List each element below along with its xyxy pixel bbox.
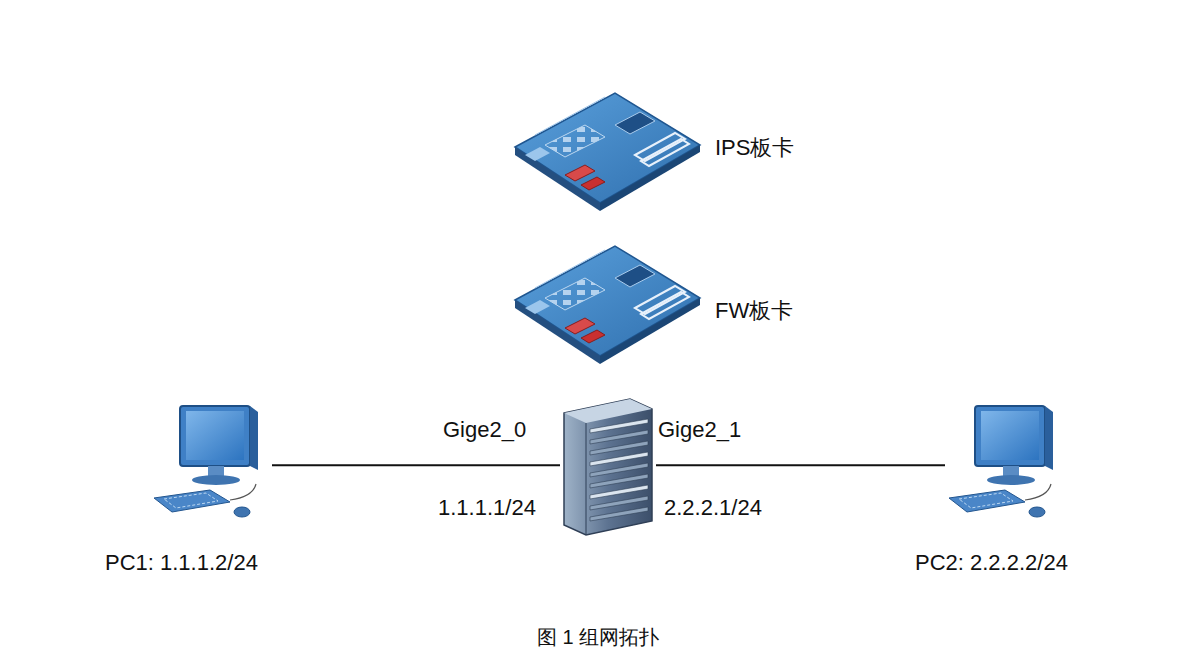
node-label: IPS板卡 bbox=[715, 135, 794, 161]
node-label: FW板卡 bbox=[715, 298, 793, 324]
chassis-slot bbox=[590, 441, 648, 455]
chassis-slot bbox=[590, 485, 648, 499]
chassis-slot bbox=[590, 452, 648, 466]
figure-caption: 图 1 组网拓扑 bbox=[0, 624, 1196, 651]
pc-icon-art bbox=[945, 402, 1067, 527]
network-chassis: Gige2_01.1.1.1/24Gige2_12.2.2.1/24 bbox=[560, 395, 656, 537]
node-label: Gige2_0 bbox=[443, 417, 526, 443]
pc-icon: PC2: 2.2.2.2/24 bbox=[945, 402, 1067, 527]
network-link bbox=[272, 464, 560, 466]
chassis-slot bbox=[590, 430, 648, 444]
ips-board-art bbox=[505, 85, 705, 220]
node-label: PC2: 2.2.2.2/24 bbox=[915, 550, 1068, 576]
chassis-slot bbox=[590, 419, 648, 433]
node-label: 2.2.2.1/24 bbox=[664, 495, 762, 521]
fw-board: FW板卡 bbox=[505, 238, 705, 378]
node-label: PC1: 1.1.1.2/24 bbox=[105, 550, 258, 576]
network-chassis-art bbox=[560, 395, 656, 537]
node-label: 1.1.1.1/24 bbox=[438, 495, 536, 521]
network-link bbox=[656, 464, 945, 466]
fw-board-art bbox=[505, 238, 705, 378]
pc-icon-art bbox=[150, 402, 272, 527]
chassis-slot bbox=[590, 463, 648, 477]
ips-board: IPS板卡 bbox=[505, 85, 705, 220]
chassis-slot bbox=[590, 474, 648, 488]
chassis-slot bbox=[590, 496, 648, 510]
node-label: Gige2_1 bbox=[658, 417, 741, 443]
chassis-slot bbox=[590, 507, 648, 521]
pc-icon: PC1: 1.1.1.2/24 bbox=[150, 402, 272, 527]
